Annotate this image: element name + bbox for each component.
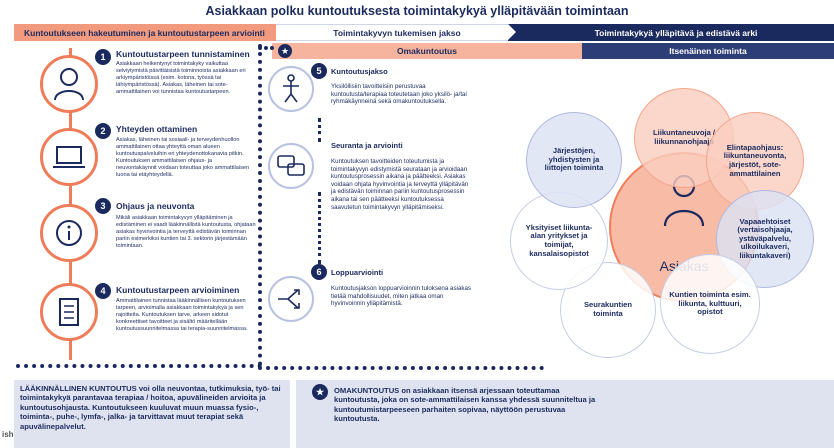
split-arrow-icon bbox=[268, 276, 314, 322]
dotted-connector bbox=[258, 44, 262, 366]
petal-yksityiset: Yksityiset liikunta-alan yritykset ja to… bbox=[510, 192, 608, 290]
petal-label: Järjestöjen, yhdistysten ja liittojen to… bbox=[544, 146, 604, 173]
petal-label: Yksityiset liikunta-alan yritykset ja to… bbox=[525, 222, 593, 258]
phase-band-assessment: Kuntoutukseen hakeutuminen ja kuntoutust… bbox=[14, 24, 276, 41]
step-number-badge: 5 bbox=[311, 63, 327, 79]
petal-label: Kuntien toiminta esim. liikunta, kulttuu… bbox=[669, 290, 751, 317]
step-title: Kuntoutustarpeen tunnistaminen bbox=[116, 49, 250, 59]
step-title: Kuntoutusjakso bbox=[331, 67, 388, 76]
dotted-connector bbox=[258, 46, 274, 50]
step-title: Kuntoutustarpeen arvioiminen bbox=[116, 285, 240, 295]
diagram-title: Asiakkaan polku kuntoutuksesta toimintak… bbox=[205, 4, 629, 18]
info-icon bbox=[40, 204, 98, 262]
petal-elintapaohjaus: Elintapaohjaus: liikuntaneuvonta, järjes… bbox=[706, 112, 804, 210]
petal-label: Vapaaehtoiset (vertaisohjaaja, ystäväpal… bbox=[737, 216, 793, 260]
step-body: Yksilöllisiin tavoitteisiin perustuvaa k… bbox=[331, 83, 467, 106]
step-title: Loppuarviointi bbox=[331, 268, 384, 277]
step-title: Yhteyden ottaminen bbox=[116, 124, 198, 134]
dotted-connector bbox=[318, 192, 321, 264]
step-body: Ammattilainen tunnistaa lääkinnällisen k… bbox=[116, 298, 248, 332]
phase-band-everyday: Toimintakykyä ylläpitävä ja edistävä ark… bbox=[508, 24, 834, 41]
step-number-badge: 1 bbox=[95, 49, 111, 65]
dotted-connector bbox=[318, 118, 321, 142]
subband-itsenainen: Itsenäinen toiminta bbox=[582, 43, 834, 59]
star-icon: ★ bbox=[312, 384, 328, 400]
step-number-badge: 6 bbox=[311, 264, 327, 280]
step-number-badge: 3 bbox=[95, 198, 111, 214]
step-title: Seuranta ja arviointi bbox=[331, 141, 403, 150]
step-body: Kuntoutuksen tavoitteiden toteutumista j… bbox=[331, 158, 469, 211]
petal-label: Seurakuntien toiminta bbox=[583, 300, 633, 318]
info-box-omakuntoutus bbox=[296, 380, 834, 448]
step-title: Ohjaus ja neuvonta bbox=[116, 201, 195, 211]
dotted-connector bbox=[16, 364, 262, 368]
star-icon: ★ bbox=[278, 44, 292, 58]
checklist-icon bbox=[40, 283, 98, 341]
step-number-badge: 2 bbox=[95, 123, 111, 139]
step-body: Asiakkaan heikentynyt toimintakyky vaiku… bbox=[116, 61, 246, 95]
step-body: Asiakas, läheinen tai sosiaali- ja terve… bbox=[116, 137, 250, 178]
info-box-laakinnallinen bbox=[14, 380, 290, 448]
band-arrow bbox=[508, 24, 516, 40]
person-icon bbox=[40, 55, 98, 113]
petal-label: Elintapaohjaus: liikuntaneuvonta, järjes… bbox=[723, 142, 787, 178]
laptop-icon bbox=[40, 128, 98, 186]
petal-kuntien-toiminta: Kuntien toiminta esim. liikunta, kulttuu… bbox=[660, 254, 760, 354]
chat-icon bbox=[268, 143, 314, 189]
subband-omakuntoutus: Omakuntoutus bbox=[272, 43, 582, 59]
exercise-icon bbox=[268, 66, 314, 112]
dotted-connector bbox=[258, 366, 544, 370]
step-body: Mikäli asiakkaan toimintakyvyn ylläpitäm… bbox=[116, 215, 256, 249]
step-number-badge: 4 bbox=[95, 283, 111, 299]
info-text-laakinnallinen: LÄÄKINNÄLLINEN KUNTOUTUS voi olla neuvon… bbox=[20, 384, 281, 431]
phase-band-support: Toimintakyvyn tukemisen jakso bbox=[276, 24, 508, 41]
step-body: Kuntoutusjakson loppuarvioinnin tuloksen… bbox=[331, 285, 471, 308]
info-text-omakuntoutus: OMAKUNTOUTUS on asiakkaan itsensä arjess… bbox=[334, 386, 596, 424]
petal-label: Liikuntaneuvoja / liikunnanohjaaja bbox=[652, 128, 716, 146]
watermark: ish bbox=[2, 430, 14, 439]
petal-jarjestot: Järjestöjen, yhdistysten ja liittojen to… bbox=[526, 112, 622, 208]
